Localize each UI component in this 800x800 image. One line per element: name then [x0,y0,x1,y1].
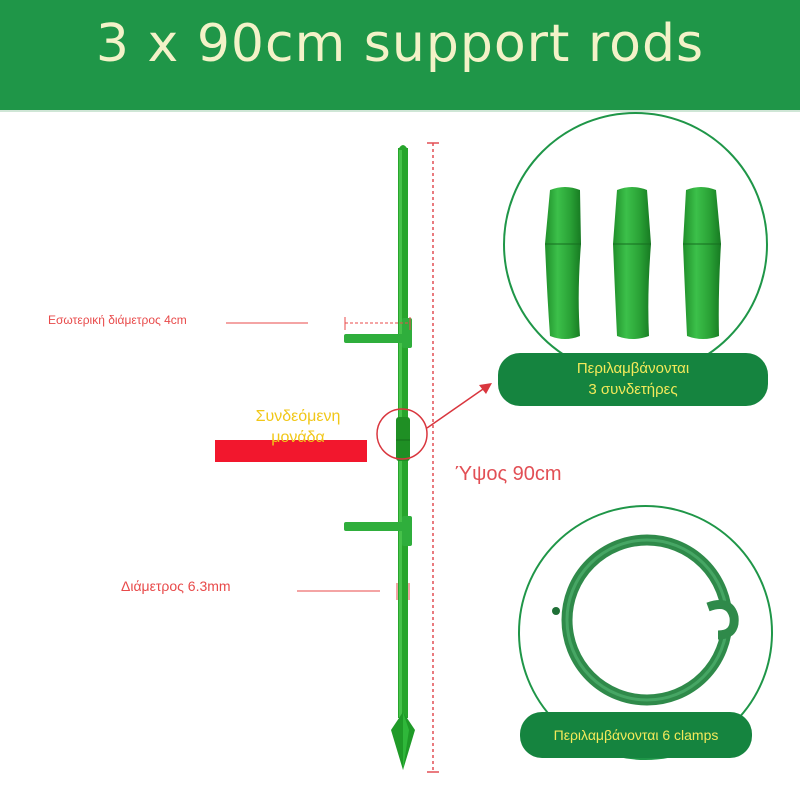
page-title: 3 x 90cm support rods [95,14,705,74]
height-label: Ύψος 90cm [455,463,562,485]
connected-unit-label-line1: Συνδεόμενη [255,408,341,425]
connected-unit-label-line2: μονάδα [271,429,325,446]
rod-spike-tip [391,712,415,770]
connector-tubes-image [545,187,721,339]
header-banner [0,0,800,110]
header-divider [0,110,800,112]
connected-unit-label: Συνδεόμενη μονάδα [238,406,358,448]
clamps-included-label: Περιλαμβάνονται 6 clamps [520,712,752,758]
clamp-ring-image [552,534,739,706]
inner-diameter-label: Εσωτερική διάμετρος 4cm [48,313,187,327]
connected-unit-highlight-bar [215,440,367,462]
connector-tube-1 [545,187,581,339]
inner-diameter-indicator [226,317,411,330]
support-rod [396,145,410,718]
rod-clamp-lower [344,516,412,546]
connector-tube-3 [683,187,721,339]
diameter-indicator [297,583,410,600]
connectors-included-label: Περιλαμβάνονται 3 συνδετήρες [498,353,768,406]
connector-tube-2 [613,187,651,339]
connectors-label-line2: 3 συνδετήρες [588,381,678,398]
connectors-label-line1: Περιλαμβάνονται [576,360,690,377]
connector-zoom-callout [376,383,492,460]
connectors-panel [503,112,768,377]
diameter-label: Διάμετρος 6.3mm [121,578,231,594]
height-dimension-line [427,142,439,773]
